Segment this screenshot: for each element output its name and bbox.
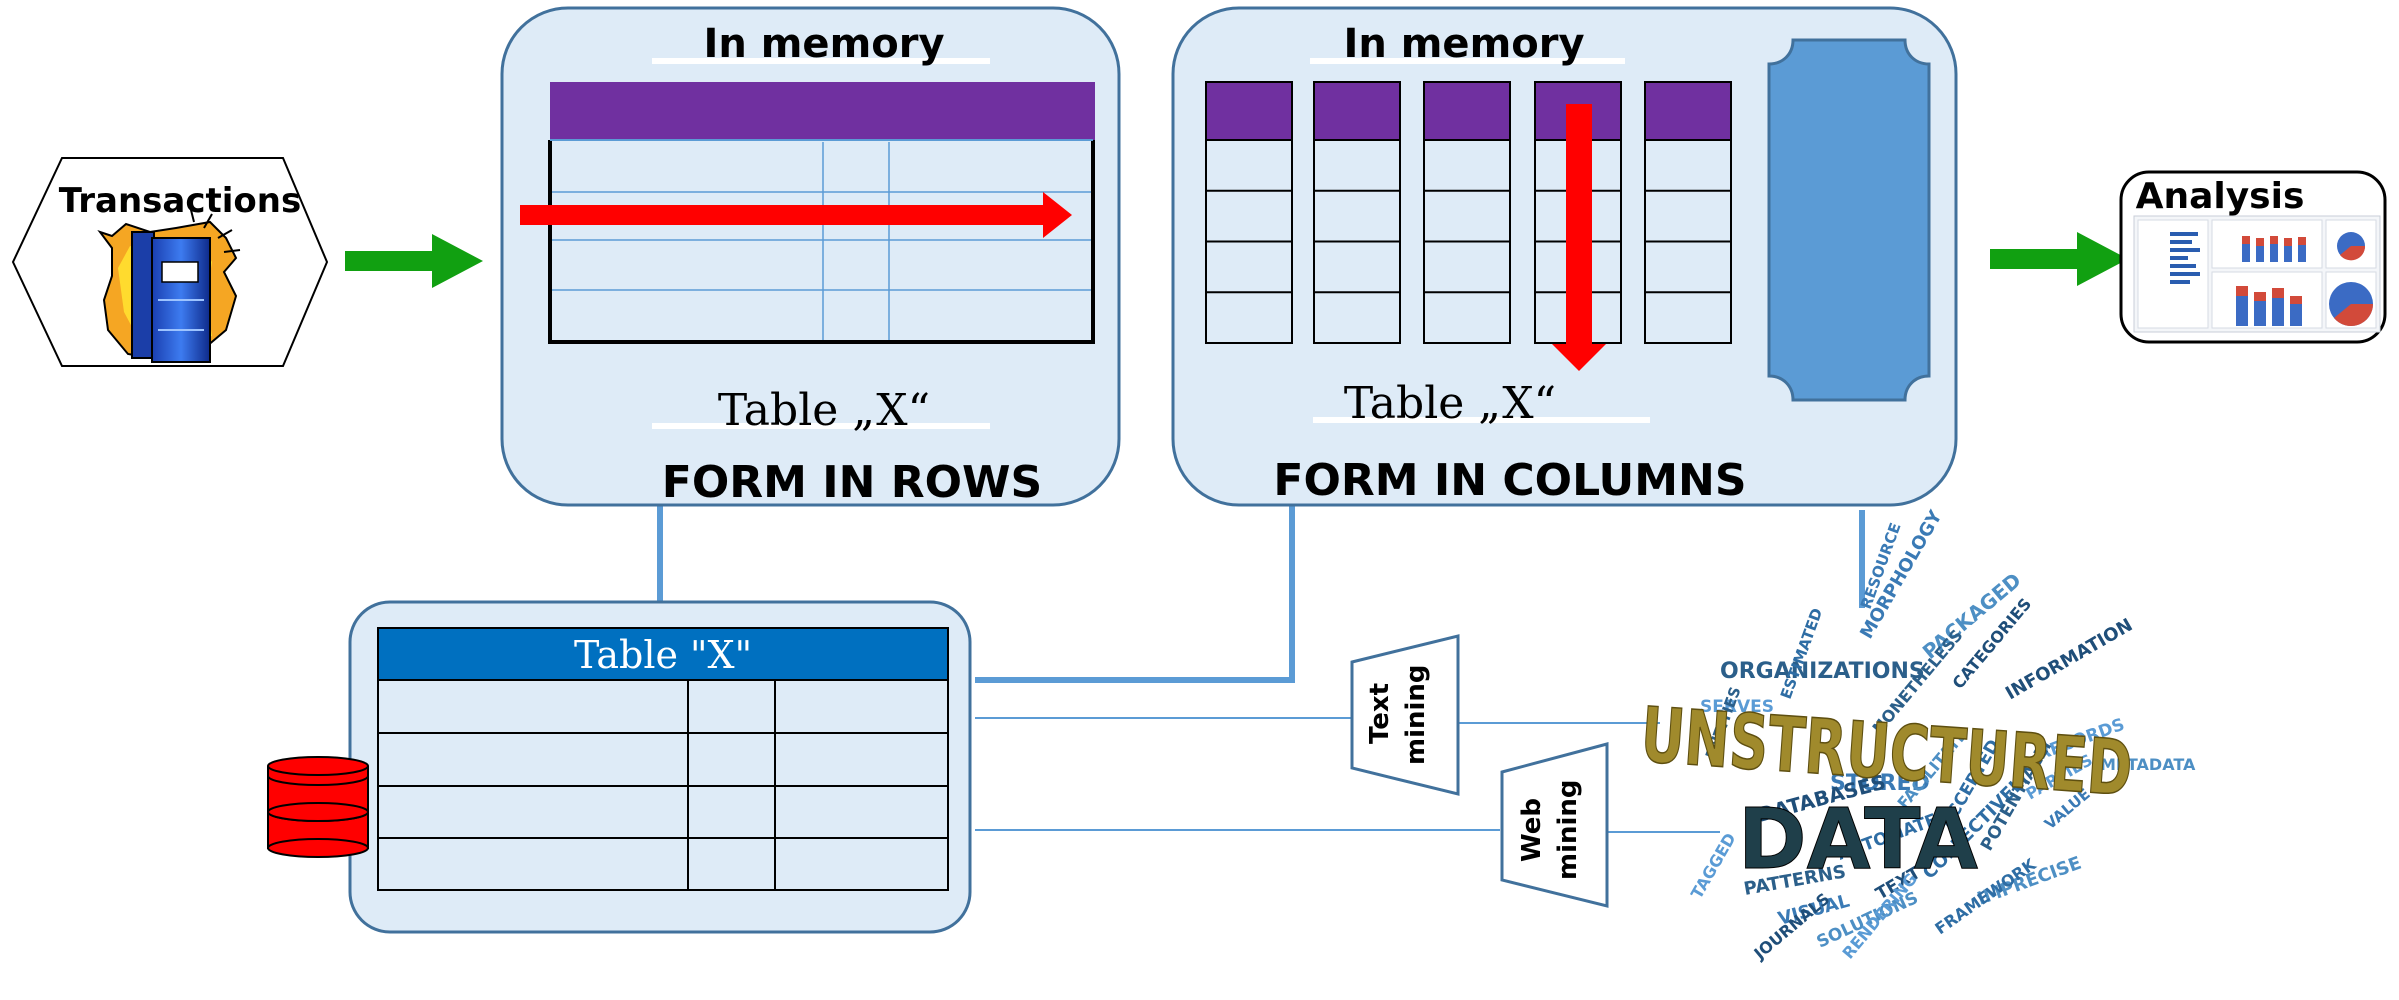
word-cloud-word: JOURNALS <box>1750 889 1834 964</box>
word-cloud-word: SERVES <box>1700 697 1774 717</box>
word-cloud-word: METADATA <box>2100 755 2196 774</box>
web-mining-line1: Web <box>1517 798 1547 862</box>
disk-table-header <box>377 627 949 681</box>
analysis-node: Analysis <box>2119 170 2387 344</box>
row-store-table-caption: Table „X“ <box>718 385 930 436</box>
column-store-buffer-shape <box>1767 38 1931 402</box>
transactions-label: Transactions <box>59 181 301 221</box>
dashboard-thumbnail-icon <box>2133 215 2381 333</box>
disk-table-title: Table "X" <box>574 633 752 677</box>
column-strip <box>1313 81 1401 344</box>
row-store-header <box>550 82 1095 140</box>
database-icon <box>267 756 369 858</box>
column-strip <box>1644 81 1732 344</box>
row-store-memory-label: In memory <box>703 21 944 67</box>
column-strip-header <box>1313 81 1401 141</box>
row-store-panel: In memory Table „X“ FORM IN ROWS <box>500 6 1121 508</box>
column-strip-header <box>1644 81 1732 141</box>
row-store-table <box>548 82 1095 344</box>
arrow-columns-to-analysis <box>1990 232 2128 286</box>
word-cloud-word: STORED <box>1830 771 1930 796</box>
row-store-form-label: FORM IN ROWS <box>662 457 1042 508</box>
word-cloud-word: ORGANIZATIONS <box>1720 659 1925 684</box>
column-strip <box>1205 81 1293 344</box>
column-strip-header <box>1205 81 1293 141</box>
text-mining-node: Text mining <box>1350 634 1460 796</box>
text-mining-line1: Text <box>1365 683 1395 744</box>
text-mining-line2: mining <box>1401 664 1431 765</box>
column-strip-header <box>1423 81 1511 141</box>
web-mining-line2: mining <box>1553 779 1583 880</box>
connector-columns-to-disk <box>975 505 1295 683</box>
column-store-form-label: FORM IN COLUMNS <box>1273 455 1746 506</box>
column-strip <box>1423 81 1511 344</box>
analysis-label: Analysis <box>2136 176 2305 217</box>
text-mining-shape <box>1350 634 1460 796</box>
word-cloud-word: INFORMATION <box>2002 615 2136 705</box>
arrow-transactions-to-rows <box>345 234 483 288</box>
row-scan-arrow <box>520 192 1072 238</box>
disk-table-panel: Table "X" <box>267 600 972 934</box>
column-store-panel: In memory Table „X“ FORM IN COLUMNS <box>1171 6 1958 507</box>
connector-lines <box>657 505 1865 833</box>
column-store-memory-label: In memory <box>1343 21 1584 67</box>
column-store-columns <box>1205 81 1732 344</box>
word-cloud-word: ESTIMATED <box>1777 606 1826 702</box>
web-mining-node: Web mining <box>1500 742 1609 908</box>
web-mining-shape <box>1500 742 1609 908</box>
column-store-table-caption: Table „X“ <box>1344 378 1556 429</box>
column-scan-arrow <box>1552 104 1606 371</box>
transactions-book-icon <box>97 205 241 363</box>
disk-table-grid <box>377 679 949 891</box>
word-cloud-main-word-data: DATA <box>1738 790 1978 888</box>
word-cloud-word: TAGGED <box>1687 830 1740 902</box>
unstructured-data-word-cloud: ORGANIZATIONSMORPHOLOGYPACKAGEDINFORMATI… <box>1637 506 2196 964</box>
transactions-node: Transactions <box>11 157 329 367</box>
